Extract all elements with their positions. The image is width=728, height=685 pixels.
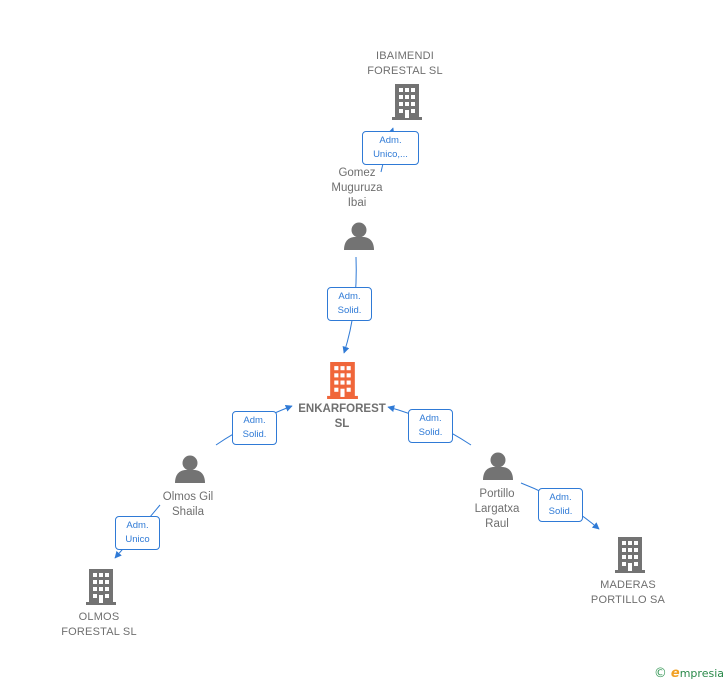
building-icon[interactable] [392,84,422,120]
node-label-ibaimendi[interactable]: IBAIMENDI FORESTAL SL [367,50,443,77]
node-label-portillo[interactable]: Portillo Largatxa Raul [474,488,520,530]
node-label-central[interactable]: ENKARFOREST SL [298,403,386,430]
building-icon[interactable] [615,537,645,573]
copyright-icon: © [653,666,667,681]
node-label-olmos-gil[interactable]: Olmos Gil Shaila [162,491,214,518]
brand-footer: ©empresia [654,666,724,681]
edge-label-olmos-central: Adm. Solid. [232,411,277,445]
person-icon[interactable] [483,452,513,481]
edge-label-olmos-olmosforestal: Adm. Unico [115,516,160,550]
edge-label-portillo-maderas: Adm. Solid. [538,488,583,522]
node-label-gomez[interactable]: Gomez Muguruza Ibai [331,167,383,209]
brand-name: mpresia [679,667,724,680]
node-label-olmos-forestal[interactable]: OLMOS FORESTAL SL [61,611,137,638]
building-icon[interactable] [86,569,116,605]
edge-label-gomez-ibaimendi: Adm. Unico,... [362,131,419,165]
brand-initial: e [670,666,680,681]
person-icon[interactable] [175,455,205,484]
node-label-maderas[interactable]: MADERAS PORTILLO SA [590,579,666,606]
edge-label-gomez-central: Adm. Solid. [327,287,372,321]
person-icon[interactable] [344,222,374,251]
building-icon[interactable] [327,362,358,399]
edge-label-portillo-central: Adm. Solid. [408,409,453,443]
